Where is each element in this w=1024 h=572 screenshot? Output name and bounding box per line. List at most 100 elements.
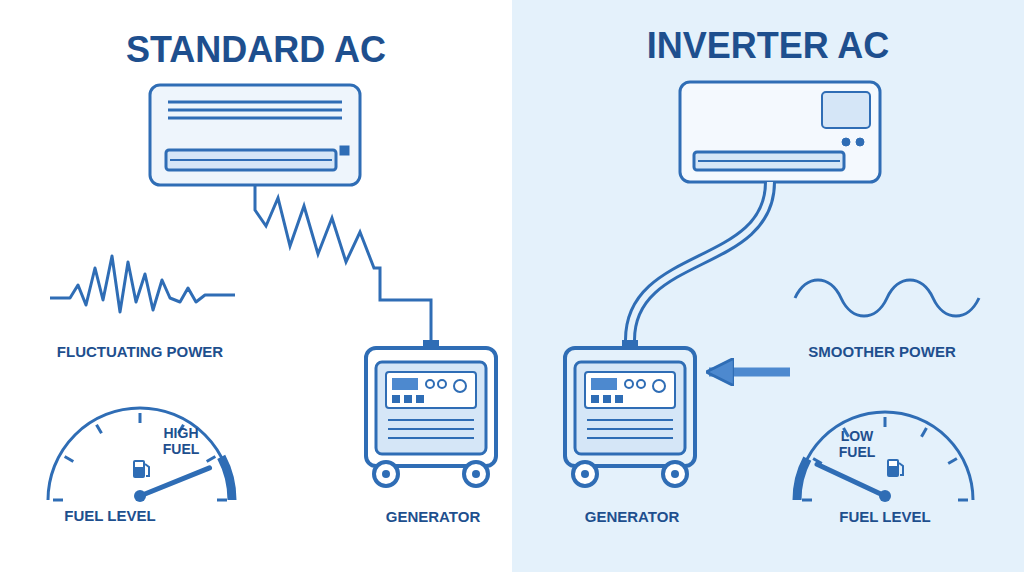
gauge-arc bbox=[797, 412, 973, 500]
gauge-tick bbox=[207, 457, 216, 462]
smooth-wave bbox=[795, 280, 979, 316]
panel-title: INVERTER AC bbox=[512, 24, 1024, 67]
gauge-needle bbox=[140, 468, 210, 496]
gauge-reading: LOW FUEL bbox=[834, 428, 880, 460]
generator-knob bbox=[653, 380, 665, 392]
generator-vent bbox=[587, 428, 673, 430]
gauge-pivot bbox=[134, 490, 146, 502]
generator: GENERATOR bbox=[557, 340, 707, 530]
generator-vent bbox=[388, 428, 474, 430]
fuel-pump-body bbox=[133, 460, 145, 478]
generator-hub bbox=[581, 470, 589, 478]
ac-panel bbox=[822, 92, 870, 128]
generator-label: GENERATOR bbox=[358, 508, 508, 526]
generator-display bbox=[392, 378, 418, 390]
gauge-reading: HIGH FUEL bbox=[158, 425, 204, 457]
gauge-label: FUEL LEVEL bbox=[790, 508, 980, 526]
generator-wheel bbox=[573, 462, 597, 486]
generator-wheel bbox=[374, 462, 398, 486]
generator-vent bbox=[388, 437, 474, 439]
gauge-arc bbox=[48, 408, 232, 500]
gauge-needle bbox=[817, 464, 885, 496]
generator-display bbox=[591, 378, 617, 390]
generator-panel bbox=[386, 372, 476, 408]
gauge-tick bbox=[884, 417, 887, 427]
smooth-cable-core bbox=[630, 182, 770, 340]
generator-switch bbox=[392, 395, 400, 403]
generator: GENERATOR bbox=[358, 340, 508, 530]
generator-knob bbox=[454, 380, 466, 392]
generator-symbol bbox=[358, 340, 508, 530]
ac-stripe bbox=[168, 117, 342, 120]
gauge-tick bbox=[922, 428, 927, 437]
inverter-ac-panel: GENERATOR LOW FUEL FUEL LEVEL INVERTER AC bbox=[512, 0, 1024, 572]
generator-wheel bbox=[464, 462, 488, 486]
ac-indicator bbox=[856, 138, 864, 146]
gauge-tick bbox=[217, 499, 227, 502]
generator-symbol bbox=[557, 340, 707, 530]
generator-frame bbox=[565, 348, 695, 466]
fuel-icon bbox=[887, 459, 903, 477]
smooth-cable-outline bbox=[630, 182, 770, 340]
generator-body bbox=[376, 362, 486, 454]
generator-switch bbox=[591, 395, 599, 403]
generator-knob bbox=[426, 380, 434, 388]
flow-arrow bbox=[709, 368, 790, 377]
inverter-ac-unit bbox=[680, 82, 880, 182]
ac-body bbox=[150, 85, 360, 185]
generator-panel bbox=[585, 372, 675, 408]
generator-hub bbox=[382, 470, 390, 478]
generator-label: GENERATOR bbox=[557, 508, 707, 526]
generator-switch bbox=[416, 395, 424, 403]
generator-switch bbox=[603, 395, 611, 403]
gauge-tick bbox=[139, 413, 142, 423]
fluctuating-wave bbox=[50, 256, 235, 312]
generator-body bbox=[575, 362, 685, 454]
ac-indicator bbox=[842, 138, 850, 146]
fuel-pump-window bbox=[889, 461, 897, 466]
ac-louver-line bbox=[698, 160, 840, 162]
gauge-tick bbox=[97, 425, 102, 434]
panel-title: STANDARD AC bbox=[0, 28, 512, 71]
standard-ac-unit bbox=[150, 85, 360, 185]
generator-switch bbox=[404, 395, 412, 403]
generator-switch bbox=[615, 395, 623, 403]
gauge-tick bbox=[958, 499, 968, 502]
gauge-pivot bbox=[879, 490, 891, 502]
ac-louver-line bbox=[170, 159, 332, 161]
gauge-label: FUEL LEVEL bbox=[40, 507, 180, 525]
ac-louver bbox=[694, 152, 844, 170]
fluctuating-wire bbox=[255, 185, 431, 340]
fuel-icon bbox=[133, 460, 149, 478]
ac-indicator bbox=[340, 146, 349, 155]
generator-hub bbox=[472, 470, 480, 478]
gauge-tick bbox=[53, 499, 63, 502]
gauge-accent bbox=[797, 459, 807, 500]
fuel-pump-body bbox=[887, 459, 899, 477]
gauge-tick bbox=[65, 457, 74, 462]
generator-vent bbox=[388, 419, 474, 421]
ac-louver bbox=[166, 150, 336, 170]
ac-stripe bbox=[168, 109, 342, 112]
generator-wheel bbox=[663, 462, 687, 486]
fuel-gauge: HIGH FUEL FUEL LEVEL bbox=[40, 395, 250, 530]
power-label: SMOOTHER POWER bbox=[782, 343, 982, 361]
fuel-gauge: LOW FUEL FUEL LEVEL bbox=[790, 360, 980, 530]
fuel-pump-window bbox=[135, 462, 143, 467]
gauge-accent bbox=[221, 457, 232, 500]
generator-hub bbox=[671, 470, 679, 478]
fuel-pump-hose bbox=[899, 463, 903, 475]
gauge-tick bbox=[802, 499, 812, 502]
generator-knob bbox=[438, 380, 446, 388]
power-label: FLUCTUATING POWER bbox=[40, 343, 240, 361]
generator-vent bbox=[587, 419, 673, 421]
standard-ac-panel: HIGH FUEL FUEL LEVEL GENERATOR STANDARD AC bbox=[0, 0, 512, 572]
ac-body bbox=[680, 82, 880, 182]
generator-frame bbox=[366, 348, 496, 466]
generator-knob bbox=[625, 380, 633, 388]
ac-stripe bbox=[168, 101, 342, 104]
